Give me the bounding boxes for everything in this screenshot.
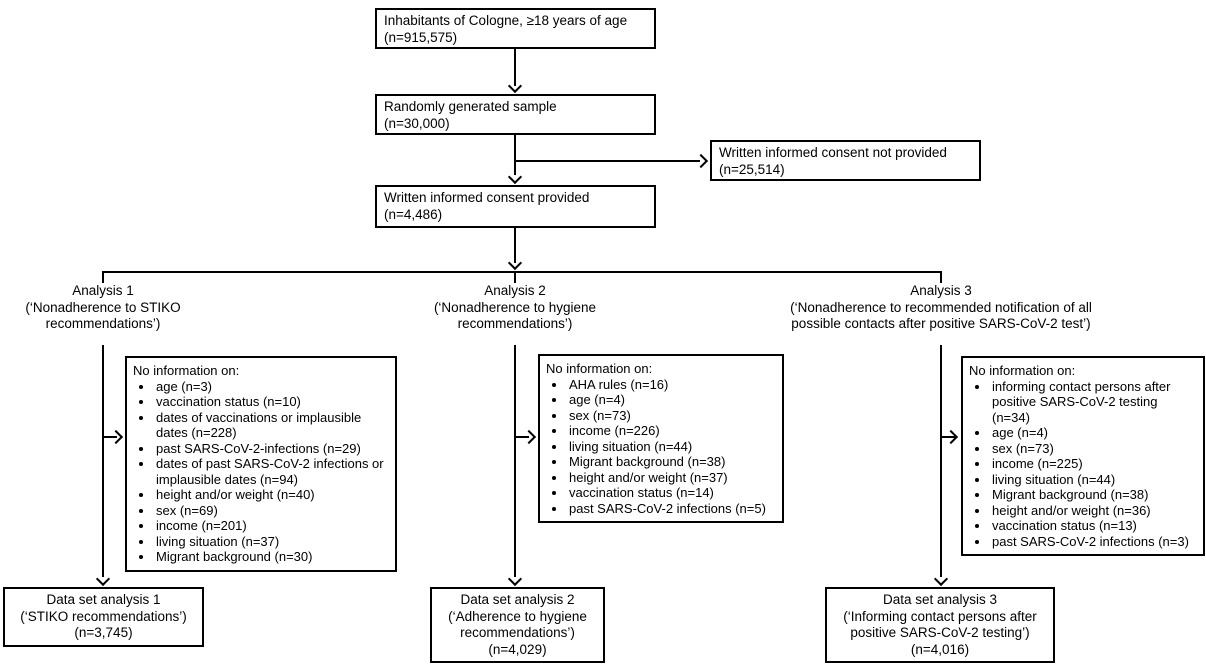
exclusions-title: No information on: [546,361,653,376]
arrowhead-right-icon [943,429,959,445]
exclusion-item: income (n=226) [567,423,776,439]
dataset-1-box: Data set analysis 1 (‘STIKO recommendati… [3,587,204,647]
exclusion-item: Migrant background (n=38) [567,454,776,470]
analysis-2-exclusions-box: No information on: AHA rules (n=16)age (… [538,354,784,523]
column-3-line [940,345,942,577]
connector-consent-to-split-line [514,228,516,263]
analysis-2-label: Analysis 2 (‘Nonadherence to hygiene rec… [405,283,625,333]
analysis-1-exclusions-box: No information on: age (n=3)vaccination … [125,356,397,572]
exclusions-list: AHA rules (n=16)age (n=4)sex (n=73)incom… [546,377,776,517]
analysis-1-label: Analysis 1 (‘Nonadherence to STIKO recom… [3,283,203,333]
exclusion-item: income (n=225) [990,456,1197,472]
connector-to-not-provided-line [514,160,700,162]
arrowhead-down-icon [507,169,523,185]
connector-sample-to-consent-line [514,135,516,175]
exclusion-item: past SARS-CoV-2 infections (n=3) [990,534,1197,550]
exclusion-item: sex (n=73) [990,441,1197,457]
dataset-3-box: Data set analysis 3 (‘Informing contact … [825,587,1055,663]
exclusion-item: informing contact persons after positive… [990,379,1197,426]
exclusion-item: vaccination status (n=13) [990,518,1197,534]
analysis-3-label: Analysis 3 (‘Nonadherence to recommended… [756,283,1126,333]
arrowhead-down-icon [507,571,523,587]
exclusions-list: age (n=3)vaccination status (n=10)dates … [133,379,389,565]
exclusion-item: age (n=4) [990,425,1197,441]
sample-box: Randomly generated sample (n=30,000) [375,94,656,135]
arrowhead-down-icon [507,78,523,94]
branch-stub-right-line [940,271,942,283]
arrowhead-down-icon [95,571,111,587]
exclusion-item: living situation (n=44) [990,472,1197,488]
exclusion-item: living situation (n=44) [567,439,776,455]
exclusions-title: No information on: [133,363,240,378]
exclusion-item: dates of vaccinations or implausible dat… [154,410,389,441]
exclusion-item: age (n=3) [154,379,389,395]
branch-split-line [102,271,942,273]
branch-stub-left-line [102,271,104,283]
exclusion-item: living situation (n=37) [154,534,389,550]
exclusion-item: Migrant background (n=30) [154,549,389,565]
exclusion-item: age (n=4) [567,392,776,408]
exclusion-item: vaccination status (n=10) [154,394,389,410]
column-3-exclusion-arrow-line [941,436,955,438]
population-box: Inhabitants of Cologne, ≥18 years of age… [375,8,656,49]
exclusion-item: income (n=201) [154,518,389,534]
arrowhead-right-icon [693,153,709,169]
column-1-exclusion-arrow-line [103,436,117,438]
column-2-line [514,345,516,577]
dataset-2-box: Data set analysis 2 (‘Adherence to hygie… [430,587,605,663]
exclusion-item: past SARS-CoV-2-infections (n=29) [154,441,389,457]
arrowhead-right-icon [108,429,124,445]
consent-not-provided-box: Written informed consent not provided (n… [710,140,981,181]
exclusion-item: AHA rules (n=16) [567,377,776,393]
arrowhead-right-icon [521,429,537,445]
exclusion-item: dates of past SARS-CoV-2 infections or i… [154,456,389,487]
exclusion-item: height and/or weight (n=40) [154,487,389,503]
exclusion-item: height and/or weight (n=36) [990,503,1197,519]
analysis-3-exclusions-box: No information on: informing contact per… [961,356,1205,556]
branch-stub-middle-line [514,271,516,283]
exclusion-item: height and/or weight (n=37) [567,470,776,486]
exclusion-item: vaccination status (n=14) [567,485,776,501]
column-1-line [102,345,104,577]
exclusion-item: Migrant background (n=38) [990,487,1197,503]
connector-population-to-sample-line [514,49,516,86]
exclusion-item: sex (n=73) [567,408,776,424]
exclusion-item: sex (n=69) [154,503,389,519]
exclusions-list: informing contact persons after positive… [969,379,1197,550]
exclusion-item: past SARS-CoV-2 infections (n=5) [567,501,776,517]
exclusions-title: No information on: [969,363,1076,378]
column-2-exclusion-arrow-line [515,436,529,438]
arrowhead-down-icon [507,255,523,271]
arrowhead-down-icon [933,571,949,587]
consent-provided-box: Written informed consent provided (n=4,4… [375,185,656,228]
